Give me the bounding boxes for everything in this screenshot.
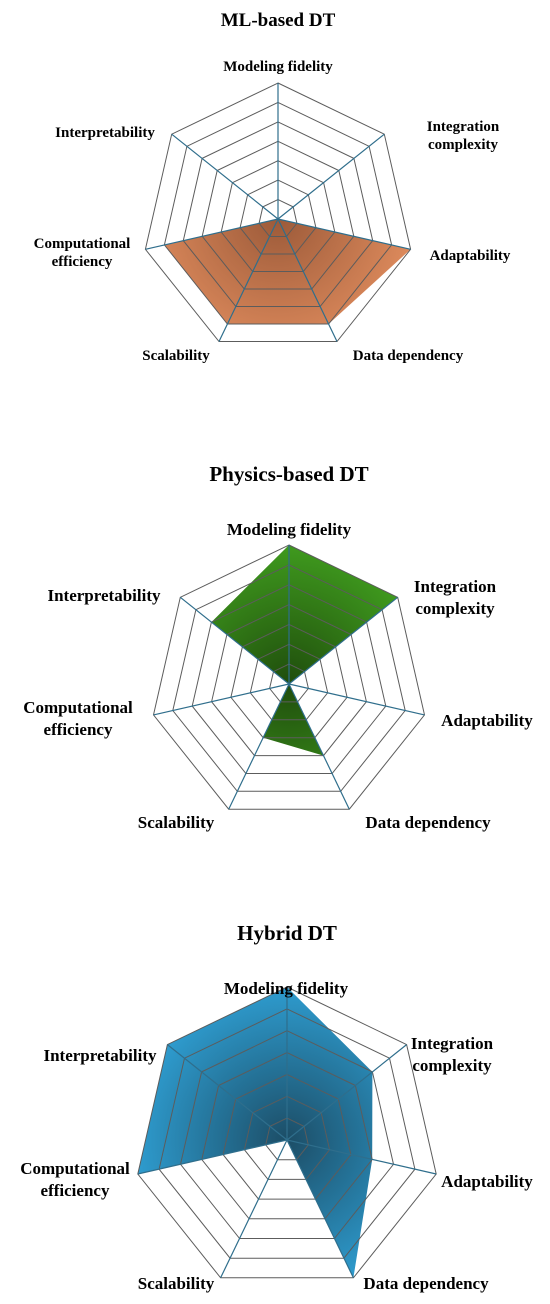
- grid-ring: [222, 1073, 352, 1200]
- axis-label-scalability: Scalability: [138, 1274, 215, 1293]
- axis-label-interpretability: Interpretability: [43, 1046, 157, 1065]
- chart-title: ML-based DT: [221, 10, 336, 31]
- axis-label-modeling-fidelity: Modeling fidelity: [224, 979, 349, 998]
- axis-spoke-data-dependency: [286, 1139, 354, 1279]
- grid-ring: [152, 544, 426, 810]
- data-polygon: [211, 545, 398, 756]
- axis-spoke-scalability: [220, 1139, 288, 1279]
- axis-spoke-computational-efficiency: [137, 1139, 288, 1175]
- axis-label-adaptability: Adaptability: [441, 1172, 533, 1191]
- data-polygon: [137, 987, 373, 1278]
- radar-svg-physics-based: Physics-based DT Modeling fidelityIntegra…: [23, 462, 533, 832]
- grid-ring: [249, 643, 329, 721]
- axis-spoke-integration-complexity: [277, 133, 385, 220]
- grid-ring: [243, 1095, 331, 1180]
- axis-spoke-adaptability: [277, 218, 411, 250]
- axis-label-modeling-fidelity: Modeling fidelity: [223, 59, 333, 75]
- grid-ring: [201, 1052, 373, 1220]
- grid-ring: [158, 1008, 416, 1259]
- data-polygon: [164, 121, 411, 325]
- axis-label-scalability: Scalability: [142, 348, 210, 364]
- axis-spoke-data-dependency: [277, 218, 338, 342]
- chart-title: Hybrid DT: [237, 921, 337, 945]
- grid-ring: [239, 179, 317, 255]
- axis-spoke-integration-complexity: [286, 1044, 407, 1141]
- axis-label-scalability: Scalability: [138, 813, 215, 832]
- axis-label-adaptability: Adaptability: [430, 248, 511, 264]
- axis-label-data-dependency: Data dependency: [363, 1274, 489, 1293]
- grid-ring: [220, 160, 336, 272]
- axis-label-adaptability: Adaptability: [441, 711, 533, 730]
- grid-ring: [211, 604, 367, 757]
- axis-label-interpretability: Interpretability: [47, 586, 161, 605]
- grid-ring: [179, 1030, 395, 1239]
- axis-spoke-adaptability: [288, 683, 425, 716]
- grid-ring: [265, 1117, 309, 1161]
- axis-spoke-interpretability: [179, 596, 290, 685]
- axis-spoke-computational-efficiency: [145, 218, 279, 250]
- axis-spoke-adaptability: [286, 1139, 437, 1175]
- axis-label-interpretability: Interpretability: [55, 125, 155, 141]
- axis-spoke-scalability: [228, 683, 290, 810]
- axis-spoke-interpretability: [171, 133, 279, 220]
- axis-label-data-dependency: Data dependency: [365, 813, 491, 832]
- grid-ring: [163, 101, 393, 325]
- axis-spoke-scalability: [218, 218, 279, 342]
- grid-ring: [269, 663, 309, 703]
- axis-label-modeling-fidelity: Modeling fidelity: [227, 520, 352, 539]
- axis-spoke-data-dependency: [288, 683, 350, 810]
- grid-ring: [201, 140, 355, 290]
- grid-ring: [182, 121, 374, 307]
- grid-ring: [258, 199, 298, 237]
- grid-ring: [230, 623, 348, 739]
- axis-label-data-dependency: Data dependency: [353, 348, 464, 364]
- axis-spoke-interpretability: [167, 1044, 288, 1141]
- grid-ring: [191, 584, 387, 774]
- axis-spoke-computational-efficiency: [153, 683, 290, 716]
- grid-ring: [144, 82, 412, 342]
- grid-ring: [172, 564, 406, 792]
- axis-spoke-integration-complexity: [288, 596, 399, 685]
- grid-ring: [137, 986, 437, 1279]
- chart-title: Physics-based DT: [209, 462, 368, 486]
